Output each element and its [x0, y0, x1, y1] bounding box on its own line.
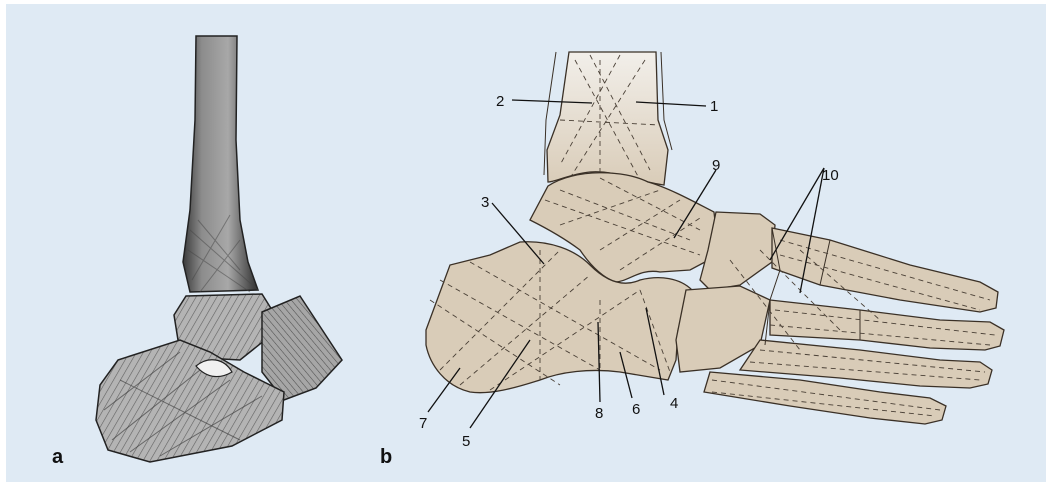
label-3: 3: [481, 194, 489, 211]
label-6: 6: [632, 401, 640, 418]
tibia: [547, 52, 668, 185]
panel-label-a: a: [52, 446, 63, 469]
label-1: 1: [710, 98, 718, 115]
label-4: 4: [670, 395, 678, 412]
xray-midfoot: [262, 296, 342, 400]
label-2: 2: [496, 93, 504, 110]
label-10: 10: [822, 167, 839, 184]
label-9: 9: [712, 157, 720, 174]
diagram-b: 1 2 3 9 10 4 6 8 5 7: [419, 52, 1004, 450]
label-8: 8: [595, 405, 603, 422]
xray-calcaneus: [96, 340, 284, 462]
panel-label-b: b: [380, 446, 392, 469]
xray-tibia: [183, 36, 258, 292]
label-7: 7: [419, 415, 427, 432]
radiograph-a: [96, 36, 342, 462]
label-5: 5: [462, 433, 470, 450]
